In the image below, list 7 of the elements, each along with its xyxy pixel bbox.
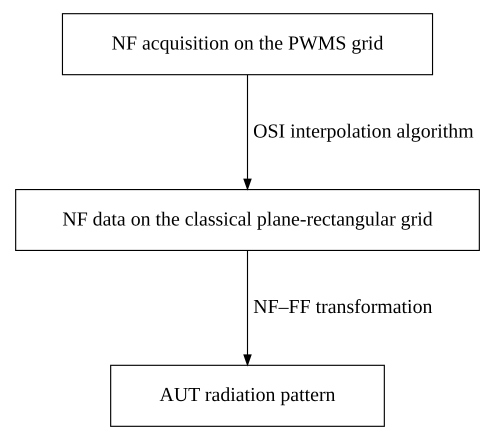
node-box: NF data on the classical plane-rectangular grid bbox=[14, 188, 480, 252]
arrow bbox=[242, 250, 252, 367]
node-box: AUT radiation pattern bbox=[110, 364, 384, 427]
edge-label: OSI interpolation algorithm bbox=[252, 120, 474, 142]
edge-label: NF–FF transformation bbox=[252, 296, 432, 318]
arrow bbox=[242, 74, 252, 191]
node-box: NF acquisition on the PWMS grid bbox=[61, 13, 433, 76]
